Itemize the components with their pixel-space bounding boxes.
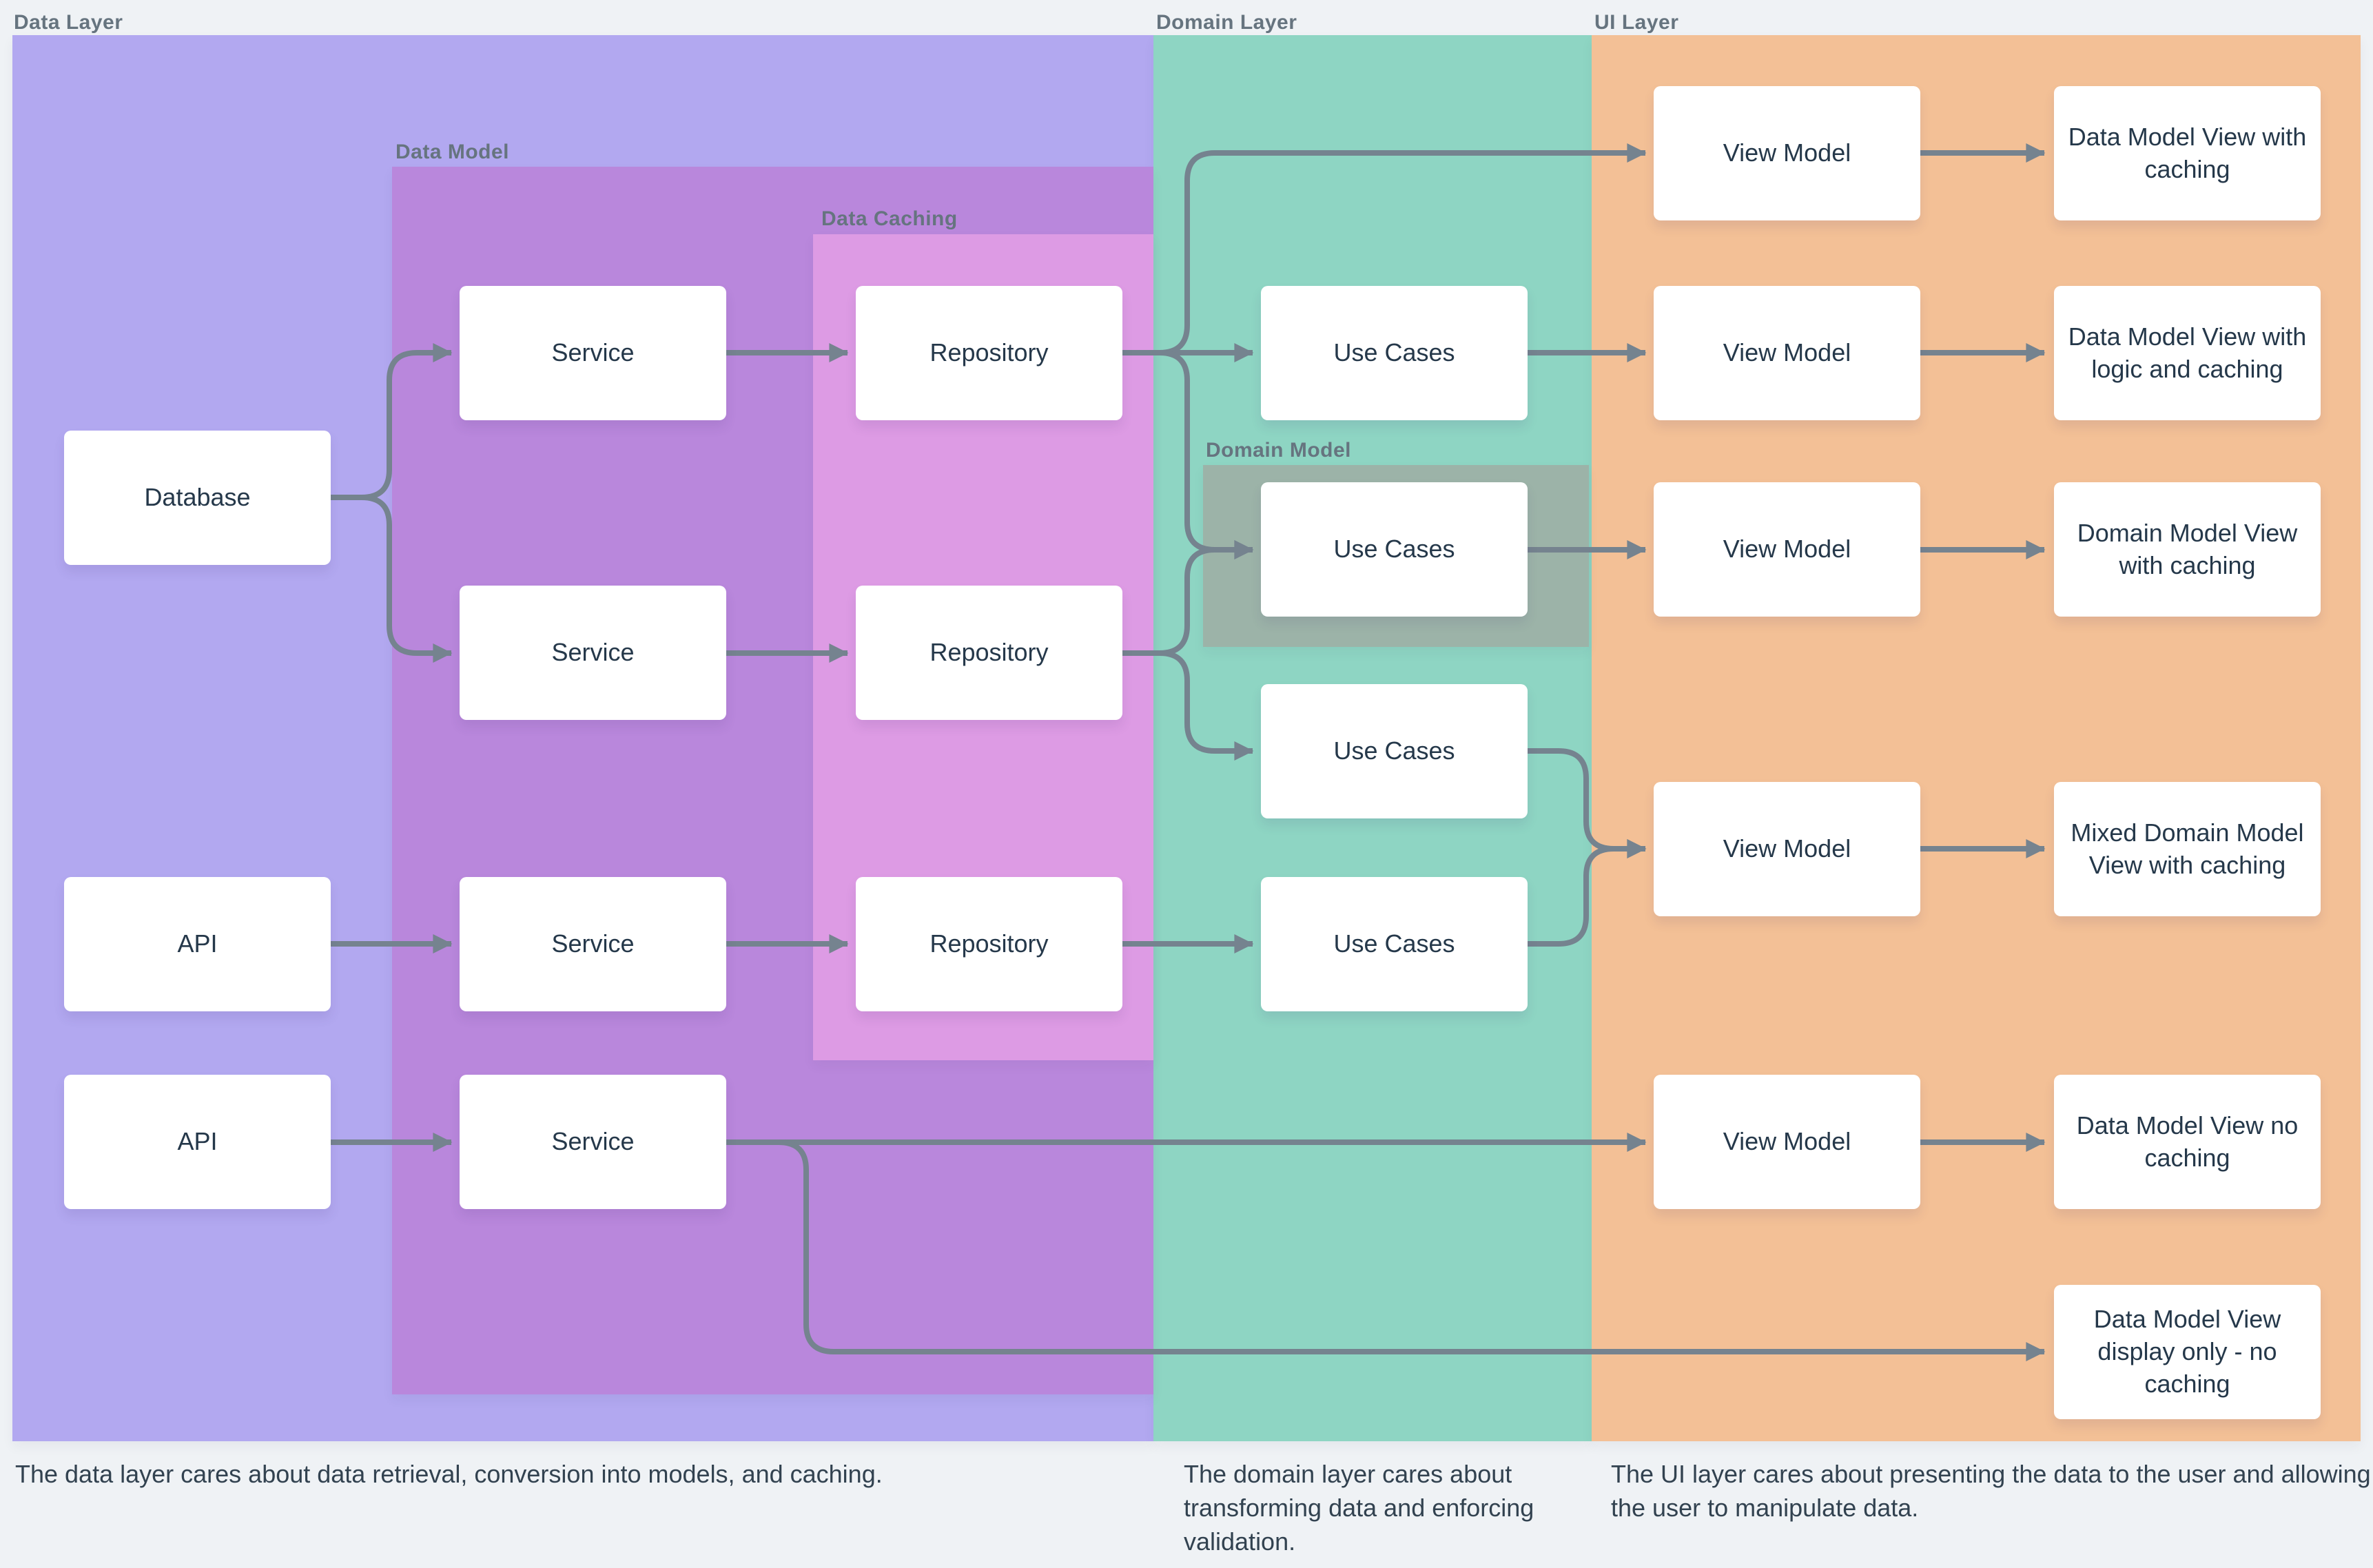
node-uc3: Use Cases — [1261, 684, 1528, 818]
node-api1: API — [64, 877, 331, 1011]
node-repo1: Repository — [856, 286, 1122, 420]
node-api2: API — [64, 1075, 331, 1209]
node-label: Data Model View with logic and caching — [2068, 322, 2307, 383]
node-out4: Mixed Domain Model View with caching — [2054, 782, 2321, 916]
node-label: View Model — [1723, 338, 1851, 367]
node-label: Repository — [929, 638, 1049, 667]
label-data-caching: Data Caching — [821, 207, 958, 230]
node-label: Domain Model View with caching — [2077, 518, 2298, 579]
node-label: Mixed Domain Model View with caching — [2071, 818, 2304, 879]
node-label: API — [177, 929, 218, 958]
node-uc2: Use Cases — [1261, 482, 1528, 617]
node-label: Use Cases — [1333, 535, 1455, 564]
node-label: Service — [551, 638, 635, 667]
label-ui-layer: UI Layer — [1594, 11, 1679, 34]
node-label: Data Model View no caching — [2076, 1111, 2299, 1172]
node-label: Data Model View display only - no cachin… — [2093, 1305, 2281, 1398]
label-domain-model: Domain Model — [1206, 439, 1352, 462]
node-label: Repository — [929, 929, 1049, 958]
node-label: Use Cases — [1333, 736, 1455, 765]
node-vm5: View Model — [1654, 1075, 1920, 1209]
node-label: API — [177, 1127, 218, 1156]
caption-ui-layer: The UI layer cares about presenting the … — [1611, 1460, 2371, 1522]
node-out2: Data Model View with logic and caching — [2054, 286, 2321, 420]
node-label: Service — [551, 1127, 635, 1156]
node-vm2: View Model — [1654, 286, 1920, 420]
node-service3: Service — [460, 877, 726, 1011]
node-service1: Service — [460, 286, 726, 420]
node-label: View Model — [1723, 834, 1851, 863]
node-repo2: Repository — [856, 586, 1122, 720]
node-label: Repository — [929, 338, 1049, 367]
node-label: View Model — [1723, 138, 1851, 167]
layer-ui — [1592, 35, 2361, 1441]
node-database: Database — [64, 431, 331, 565]
label-data-model: Data Model — [395, 141, 510, 163]
node-uc1: Use Cases — [1261, 286, 1528, 420]
node-service4: Service — [460, 1075, 726, 1209]
node-label: Service — [551, 929, 635, 958]
label-domain-layer: Domain Layer — [1156, 11, 1297, 34]
node-out6: Data Model View display only - no cachin… — [2054, 1285, 2321, 1419]
node-uc4: Use Cases — [1261, 877, 1528, 1011]
node-label: View Model — [1723, 535, 1851, 564]
node-label: Use Cases — [1333, 338, 1455, 367]
node-out5: Data Model View no caching — [2054, 1075, 2321, 1209]
node-out3: Domain Model View with caching — [2054, 482, 2321, 617]
node-out1: Data Model View with caching — [2054, 86, 2321, 220]
node-label: View Model — [1723, 1127, 1851, 1156]
node-repo3: Repository — [856, 877, 1122, 1011]
label-data-layer: Data Layer — [14, 11, 123, 34]
node-service2: Service — [460, 586, 726, 720]
caption-domain-layer: The domain layer cares about transformin… — [1184, 1460, 1534, 1556]
node-label: Database — [144, 483, 251, 512]
node-label: Use Cases — [1333, 929, 1455, 958]
node-vm4: View Model — [1654, 782, 1920, 916]
node-label: Service — [551, 338, 635, 367]
node-vm3: View Model — [1654, 482, 1920, 617]
node-label: Data Model View with caching — [2068, 122, 2307, 183]
caption-data-layer: The data layer cares about data retrieva… — [15, 1460, 883, 1488]
node-vm1: View Model — [1654, 86, 1920, 220]
